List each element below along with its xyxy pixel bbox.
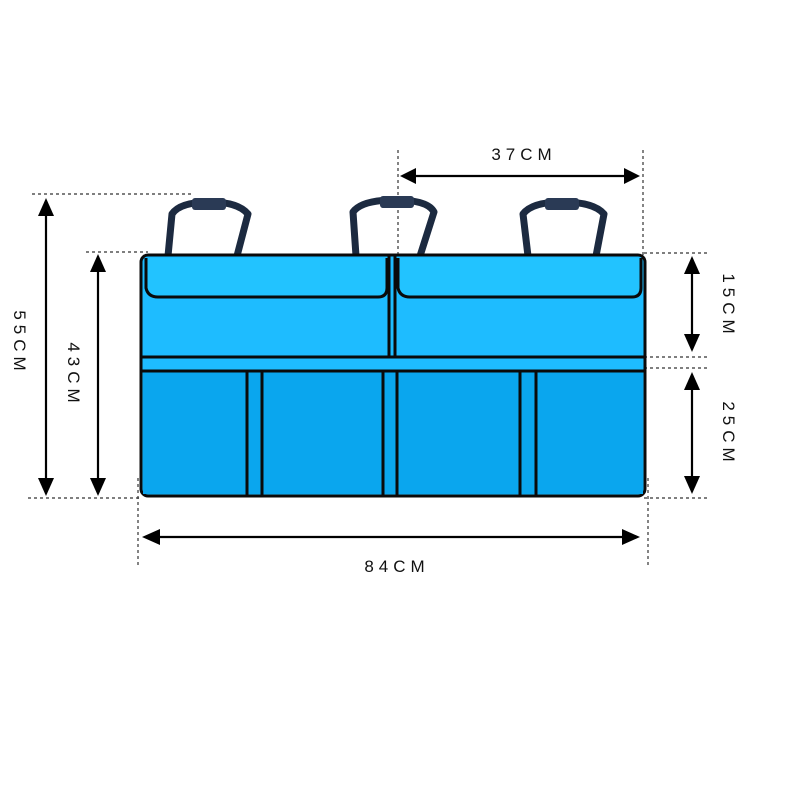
dimension-top-pocket-height: 15CM <box>684 256 738 352</box>
dimension-total-height: 55CM <box>10 198 54 496</box>
label-top-pocket-width: 37CM <box>491 145 556 164</box>
label-body-height: 43CM <box>64 342 83 407</box>
dimension-body-height: 43CM <box>64 254 106 496</box>
dimension-total-width: 84CM <box>142 529 640 576</box>
label-top-pocket-height: 15CM <box>719 273 738 338</box>
label-total-width: 84CM <box>364 557 429 576</box>
dimension-bottom-pocket-height: 25CM <box>684 372 738 494</box>
dimension-top-pocket-width: 37CM <box>400 145 640 184</box>
hanging-straps <box>164 196 608 258</box>
hanging-strap-icon <box>349 196 438 258</box>
label-bottom-pocket-height: 25CM <box>719 401 738 466</box>
label-total-height: 55CM <box>10 310 29 375</box>
hanging-strap-icon <box>519 198 608 257</box>
hanging-strap-icon <box>164 198 252 257</box>
extension-lines <box>28 150 710 566</box>
organizer-body <box>139 253 647 498</box>
